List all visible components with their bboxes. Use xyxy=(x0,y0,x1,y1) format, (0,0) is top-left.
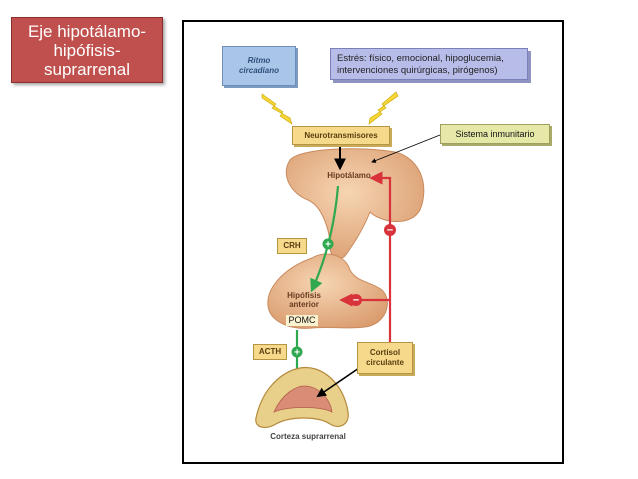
hypothalamus-minus-badge xyxy=(384,224,396,236)
circadian-rhythm-box: Ritmo circadiano xyxy=(222,46,296,86)
title-line-3: suprarrenal xyxy=(44,59,130,79)
title-line-2: hipófisis- xyxy=(53,40,121,60)
pituitary-minus-badge xyxy=(350,294,362,306)
cortisol-to-cortex-arrow xyxy=(316,365,363,398)
hypothalamus-label: Hipotálamo xyxy=(327,171,371,180)
stress-line-2: intervenciones quirúrgicas, pirógenos) xyxy=(337,65,498,76)
crh-plus-sign: + xyxy=(325,240,331,251)
pituitary-minus-sign: − xyxy=(353,295,359,307)
immune-pointer-arrow xyxy=(371,134,441,163)
diagram-frame xyxy=(182,20,564,464)
adrenal-cortex-label: Corteza suprarrenal xyxy=(270,432,346,441)
cortisol-box: Cortisol circulante xyxy=(357,342,413,374)
hipofisis-line-1: Hipófisis xyxy=(287,291,321,300)
crh-plus-badge xyxy=(322,238,334,250)
hypothalamus-minus-sign: − xyxy=(387,225,393,237)
acth-plus-badge xyxy=(291,346,303,358)
ritmo-line-2: circadiano xyxy=(238,66,279,75)
title-box: Eje hipotálamo- hipófisis- suprarrenal xyxy=(11,17,163,83)
cortisol-line-1: Cortisol xyxy=(369,348,401,357)
lightning-right-icon xyxy=(368,91,399,125)
cortisol-feedback-line xyxy=(369,171,392,342)
hypothalamus-shape xyxy=(285,148,425,260)
crh-pathway-arrow xyxy=(310,185,340,293)
acth-plus-sign: + xyxy=(294,348,300,359)
neurotransmitters-box: Neurotransmisores xyxy=(292,126,390,145)
crh-box: CRH xyxy=(277,238,307,254)
stress-box: Estrés: físico, emocional, hipoglucemia,… xyxy=(330,48,528,80)
hipofisis-line-2: anterior xyxy=(289,300,319,309)
cortisol-line-2: circulante xyxy=(366,358,404,367)
immune-system-box: Sistema inmunitario xyxy=(440,124,550,144)
pomc-label: POMC xyxy=(286,315,318,326)
stress-line-1: Estrés: físico, emocional, hipoglucemia, xyxy=(337,53,504,64)
title-line-1: Eje hipotálamo- xyxy=(27,21,147,41)
lightning-left-icon xyxy=(261,93,293,125)
acth-box: ACTH xyxy=(253,344,287,360)
pituitary-label: Hipófisis anterior xyxy=(279,291,329,309)
ritmo-line-1: Ritmo xyxy=(247,56,271,65)
pituitary-shape xyxy=(267,253,388,329)
